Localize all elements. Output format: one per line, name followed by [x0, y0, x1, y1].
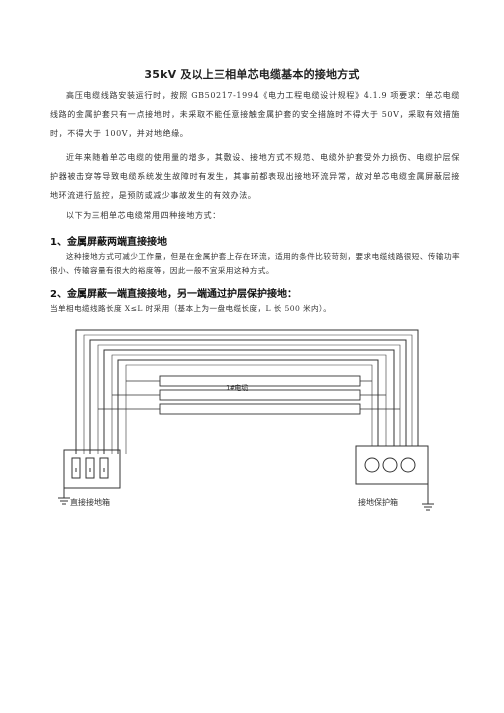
- section-1-heading: 1、金属屏蔽两端直接接地: [50, 237, 167, 248]
- direct-grounding-box: [58, 449, 121, 505]
- paragraph-intro: 以下为三相单芯电缆常用四种接地方式：: [66, 211, 221, 220]
- protective-grounding-box: [355, 445, 434, 511]
- section-2-heading: 2、金属屏蔽一端直接接地，另一端通过护层保护接地：: [50, 289, 297, 300]
- section-2-body: 当单相电缆线路长度 X≤L 时采用（基本上为一盘电缆长度，L 长 500 米内）…: [50, 304, 332, 313]
- cable-lines: [75, 329, 419, 454]
- cable-label: 1#电缆: [226, 383, 248, 392]
- section-1-body: 这种接地方式可减少工作量，但是在金属护套上存在环流，适用的条件比较苛刻，要求电缆…: [50, 252, 460, 275]
- document-title: 35kV 及以上三相单芯电缆基本的接地方式: [144, 68, 360, 81]
- paragraph-standard: 高压电缆线路安装运行时，按照 GB50217-1994《电力工程电缆设计规程》4…: [50, 91, 460, 138]
- right-box-label: 接地保护箱: [358, 497, 398, 507]
- grounding-diagram: 1#电缆 直接接地箱 接地保护箱: [58, 329, 434, 511]
- left-box-label: 直接接地箱: [70, 497, 110, 507]
- paragraph-background: 近年来随着单芯电缆的使用量的增多，其敷设、接地方式不规范、电缆外护套受外力损伤、…: [50, 153, 460, 200]
